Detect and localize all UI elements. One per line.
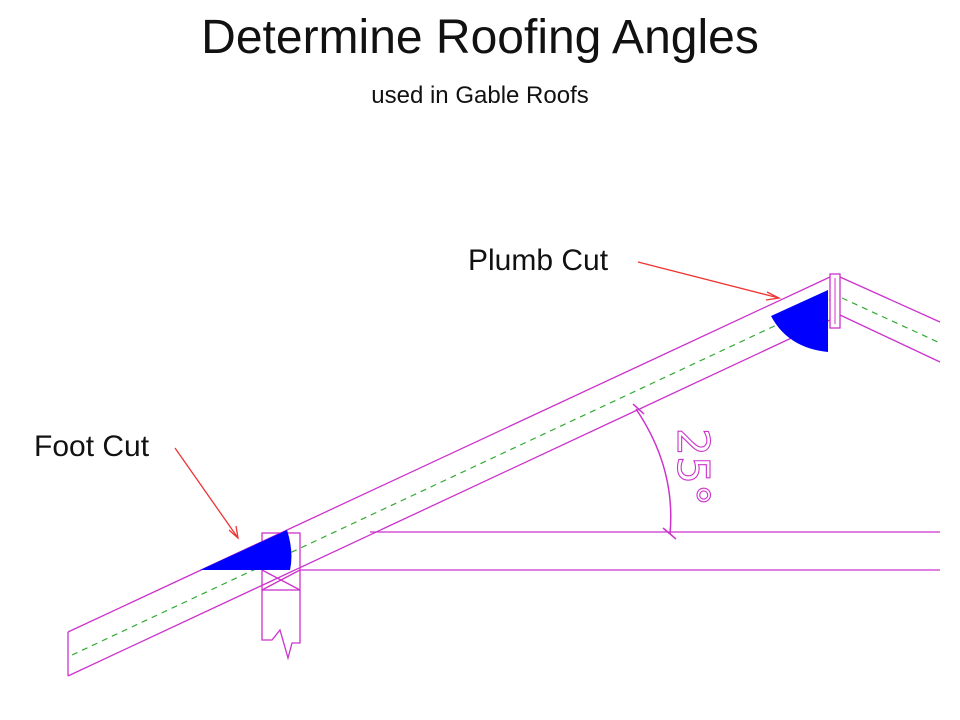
- foot-cut-fill: [200, 530, 292, 570]
- ceiling-joist: [300, 531, 940, 571]
- angle-dimension-arc: [635, 408, 672, 535]
- plumb-cut-fill: [771, 290, 828, 352]
- plumb-cut-arrow: [637, 261, 780, 299]
- opposite-rafter: [839, 276, 941, 363]
- rafter: [67, 276, 831, 677]
- angle-tick-bottom: [662, 527, 677, 540]
- wall-stud: [261, 590, 301, 661]
- foot-cut-arrow: [174, 447, 239, 539]
- angle-tick-top: [632, 403, 645, 415]
- rafter-centerline: [71, 299, 831, 656]
- opposite-rafter-centerline: [841, 297, 941, 344]
- angle-label: 25°: [667, 428, 718, 506]
- plumb-cut-arrowhead: [765, 291, 782, 301]
- foot-cut-label: Foot Cut: [34, 430, 150, 463]
- slide-title: Determine Roofing Angles: [201, 11, 759, 64]
- slide-subtitle: used in Gable Roofs: [371, 82, 589, 109]
- plumb-cut-label: Plumb Cut: [468, 244, 609, 277]
- foot-cut-arrowhead: [228, 525, 239, 540]
